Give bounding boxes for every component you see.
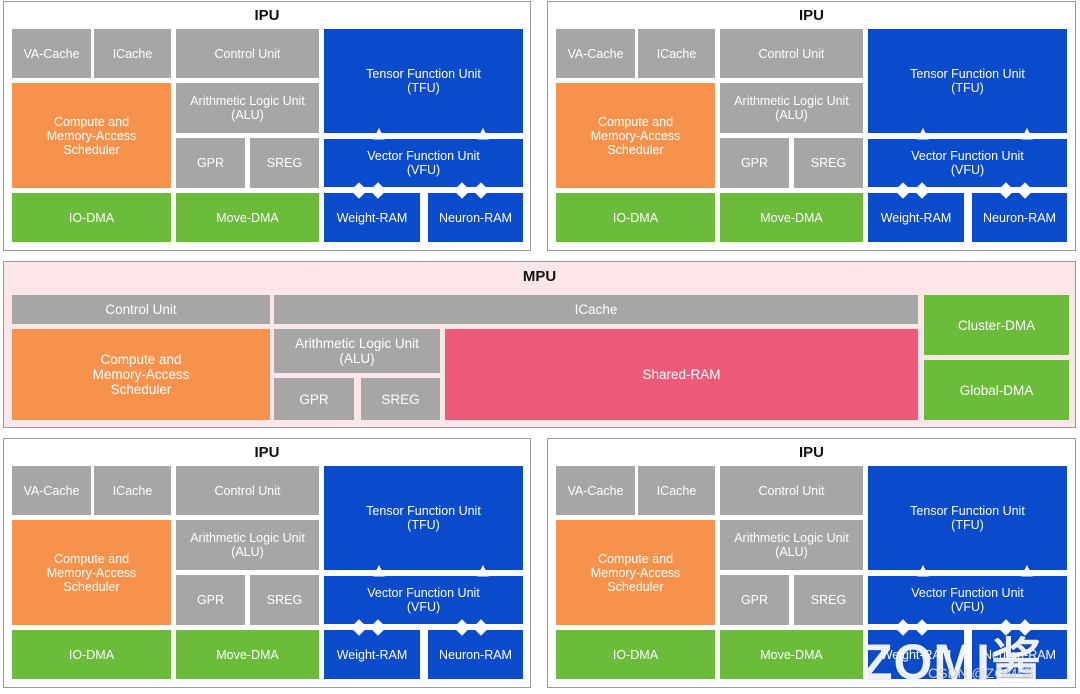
- sreg-block: SREG: [794, 138, 863, 188]
- cluster-dma-block: Cluster-DMA: [924, 295, 1069, 355]
- alu-block: Arithmetic Logic Unit (ALU): [720, 520, 863, 570]
- va-cache-block: VA-Cache: [556, 466, 635, 515]
- neuron-ram-block: Neuron-RAM: [428, 193, 523, 242]
- icache-block: ICache: [94, 466, 171, 515]
- io-dma-block: IO-DMA: [556, 193, 715, 242]
- mpu-title: MPU: [522, 268, 557, 285]
- tfu-block: Tensor Function Unit (TFU): [324, 29, 523, 133]
- va-cache-block: VA-Cache: [12, 29, 91, 78]
- alu-block: Arithmetic Logic Unit (ALU): [176, 520, 319, 570]
- move-dma-block: Move-DMA: [720, 193, 863, 242]
- mpu-control-unit-block: Control Unit: [12, 295, 270, 324]
- va-cache-block: VA-Cache: [12, 466, 91, 515]
- ipu-panel-bottom-left: IPU VA-Cache ICache Control Unit Arithme…: [3, 438, 531, 688]
- neuron-ram-block: Neuron-RAM: [972, 193, 1067, 242]
- scheduler-block: Compute and Memory-Access Scheduler: [556, 520, 715, 625]
- weight-ram-block: Weight-RAM: [868, 630, 964, 679]
- control-unit-block: Control Unit: [176, 29, 319, 78]
- ipu-title: IPU: [798, 7, 824, 24]
- alu-block: Arithmetic Logic Unit (ALU): [176, 83, 319, 133]
- move-dma-block: Move-DMA: [176, 630, 319, 679]
- global-dma-block: Global-DMA: [924, 360, 1069, 420]
- alu-block: Arithmetic Logic Unit (ALU): [720, 83, 863, 133]
- sreg-block: SREG: [250, 575, 319, 625]
- sreg-block: SREG: [794, 575, 863, 625]
- icache-block: ICache: [638, 466, 715, 515]
- va-cache-block: VA-Cache: [556, 29, 635, 78]
- ipu-title: IPU: [254, 7, 280, 24]
- mpu-gpr-block: GPR: [274, 378, 354, 420]
- gpr-block: GPR: [720, 138, 789, 188]
- sreg-block: SREG: [250, 138, 319, 188]
- ipu-panel-bottom-right: IPU VA-Cache ICache Control Unit Arithme…: [547, 438, 1076, 688]
- ipu-panel-top-left: IPU VA-Cache ICache Control Unit Arithme…: [3, 1, 531, 251]
- control-unit-block: Control Unit: [720, 29, 863, 78]
- io-dma-block: IO-DMA: [556, 630, 715, 679]
- ipu-panel-top-right: IPU VA-Cache ICache Control Unit Arithme…: [547, 1, 1076, 251]
- gpr-block: GPR: [176, 575, 245, 625]
- move-dma-block: Move-DMA: [720, 630, 863, 679]
- zomi-watermark-logo: ZOMI酱: [862, 634, 1042, 690]
- weight-ram-block: Weight-RAM: [868, 193, 964, 242]
- move-dma-block: Move-DMA: [176, 193, 319, 242]
- mpu-sreg-block: SREG: [361, 378, 440, 420]
- control-unit-block: Control Unit: [720, 466, 863, 515]
- csdn-watermark-credit: CSDN @ZOMI酱: [928, 665, 1035, 681]
- scheduler-block: Compute and Memory-Access Scheduler: [12, 83, 171, 188]
- icache-block: ICache: [638, 29, 715, 78]
- ipu-title: IPU: [254, 444, 280, 461]
- mpu-panel: MPU Control Unit ICache Compute and Memo…: [3, 261, 1076, 428]
- vfu-block: Vector Function Unit (VFU): [324, 139, 523, 187]
- gpr-block: GPR: [176, 138, 245, 188]
- scheduler-block: Compute and Memory-Access Scheduler: [556, 83, 715, 188]
- vfu-block: Vector Function Unit (VFU): [868, 576, 1067, 624]
- gpr-block: GPR: [720, 575, 789, 625]
- tfu-block: Tensor Function Unit (TFU): [868, 29, 1067, 133]
- vfu-block: Vector Function Unit (VFU): [324, 576, 523, 624]
- neuron-ram-block: Neuron-RAM: [428, 630, 523, 679]
- scheduler-block: Compute and Memory-Access Scheduler: [12, 520, 171, 625]
- io-dma-block: IO-DMA: [12, 630, 171, 679]
- tfu-block: Tensor Function Unit (TFU): [324, 466, 523, 570]
- neuron-ram-block: Neuron-RAM: [972, 630, 1067, 679]
- mpu-scheduler-block: Compute and Memory-Access Scheduler: [12, 329, 270, 420]
- icache-block: ICache: [94, 29, 171, 78]
- tfu-block: Tensor Function Unit (TFU): [868, 466, 1067, 570]
- mpu-alu-block: Arithmetic Logic Unit (ALU): [274, 329, 440, 373]
- vfu-block: Vector Function Unit (VFU): [868, 139, 1067, 187]
- mpu-icache-block: ICache: [274, 295, 918, 324]
- io-dma-block: IO-DMA: [12, 193, 171, 242]
- weight-ram-block: Weight-RAM: [324, 193, 420, 242]
- control-unit-block: Control Unit: [176, 466, 319, 515]
- weight-ram-block: Weight-RAM: [324, 630, 420, 679]
- shared-ram-block: Shared-RAM: [445, 329, 918, 420]
- ipu-title: IPU: [798, 444, 824, 461]
